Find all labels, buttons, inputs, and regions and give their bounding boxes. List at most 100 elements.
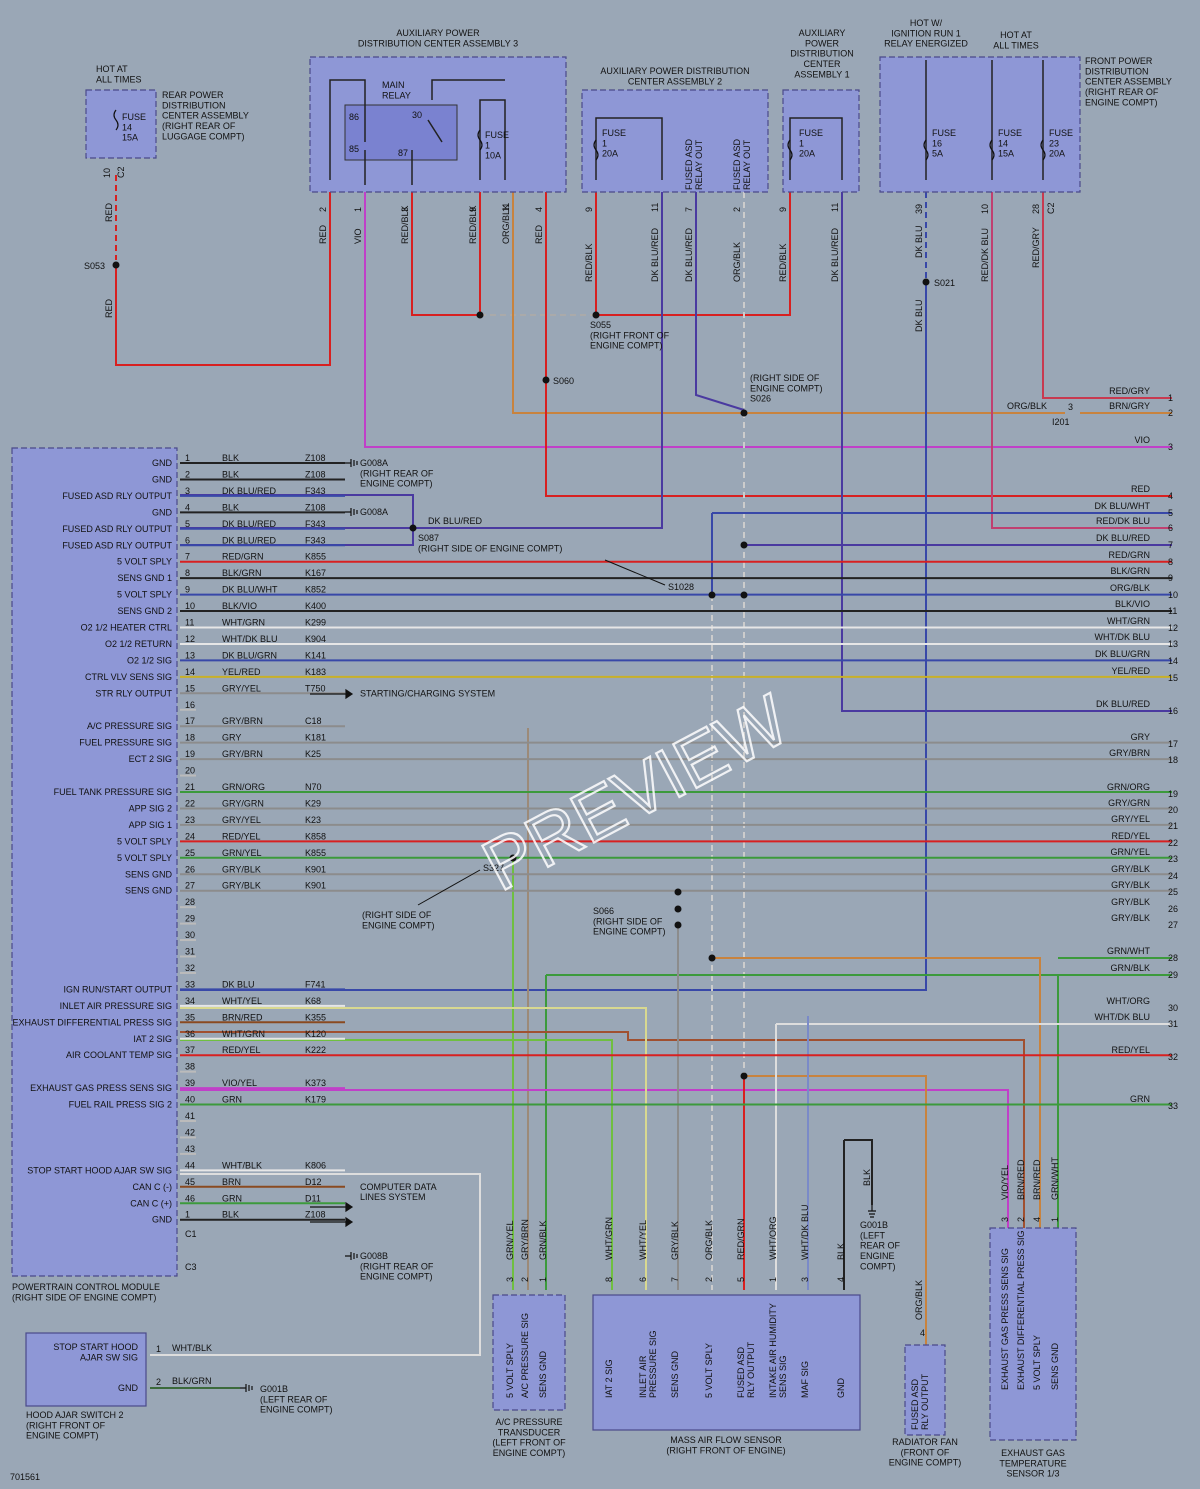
right-conn-pin: 26 [1168,904,1178,914]
right-conn-pin: 25 [1168,887,1178,897]
right-conn-pin: 19 [1168,789,1178,799]
wire-vio-yel-egt [180,1089,1009,1228]
pcm-pin-label: FUSED ASD RLY OUTPUT [62,524,172,534]
label-maf-gnd-blk: BLK [862,1169,872,1186]
right-conn-pin: 16 [1168,706,1178,716]
splice-red-grn-dot [740,1072,748,1080]
radiator-fan-box [904,1344,946,1436]
right-conn-pin: 2 [1168,408,1173,418]
pcm-pin-color: GRY/BRN [222,716,263,726]
pcm-pin-number: 13 [185,650,195,660]
pcm-pin-number: 36 [185,1029,195,1039]
pcm-pin-label: O2 1/2 RETURN [105,639,172,649]
ac-pin-label: SENS GND [538,1350,548,1398]
label-fpdc-dkblu-lower: DK BLU [914,299,924,332]
apdc3-wire-label: RED [318,224,328,244]
right-conn-color: WHT/GRN [1107,616,1150,626]
maf-pin-color: WHT/DK BLU [800,1204,810,1260]
maf-pin-number: 8 [604,1277,614,1282]
pcm-pin-label: GND [152,507,173,517]
right-conn-pin: 9 [1168,573,1173,583]
pcm-pin-circuit: D12 [305,1177,322,1187]
right-conn-color: BLK/GRN [1110,566,1150,576]
right-conn-color: WHT/ORG [1107,996,1151,1006]
ac-pin-number: 1 [538,1277,548,1282]
ac-transducer-box [492,1294,566,1411]
wire-dkblu-red-apdc1 [841,192,1172,712]
pcm-pin-circuit: K904 [305,634,326,644]
pcm-pin-label: 5 VOLT SPLY [117,836,172,846]
pcm-pin-circuit: K901 [305,881,326,891]
fan-pin-label: FUSED ASDRLY OUTPUT [910,1373,930,1430]
wire-blk-gnd-maf [844,1139,873,1205]
right-conn-color: GRY/BLK [1111,913,1150,923]
pcm-pin-label: SENS GND [125,869,173,879]
wire-red-dk-blu [991,192,1172,529]
apdc2-pin-number: 11 [650,203,660,212]
pcm-pin-number: 3 [185,486,190,496]
right-conn-pin: 17 [1168,739,1178,749]
pcm-pin-circuit: K68 [305,996,321,1006]
apdc2-box [581,89,769,193]
maf-pin-number: 3 [800,1277,810,1282]
rear-pin-10: 10 [102,168,112,178]
pcm-pin-label: EXHAUST GAS PRESS SENS SIG [30,1083,172,1093]
right-conn-color: RED [1131,484,1151,494]
pcm-pin-color: RED/YEL [222,831,261,841]
pcm-pin-label: O2 1/2 HEATER CTRL [81,623,172,633]
right-conn-pin: 1 [1168,393,1173,403]
pcm-connector-c3: C3 [185,1262,197,1272]
pcm-pin-number: 31 [185,947,195,957]
apdc2-wire-label: DK BLU/RED [684,227,694,282]
pcm-pin-number: 21 [185,782,195,792]
pcm-pin-circuit: F343 [305,519,326,529]
splice-org-blk-dot [708,954,716,962]
pcm-pin-number: 25 [185,848,195,858]
ground-g001b-hood-icon [240,1384,253,1392]
right-conn-color: GRY [1131,732,1150,742]
pcm-pin-circuit: K120 [305,1029,326,1039]
pcm-pin-label: SENS GND 2 [117,606,172,616]
rear-pin-c2: C2 [116,166,126,178]
pcm-pin-circuit: K858 [305,831,326,841]
pcm-pin-number: 5 [185,519,190,529]
wire-dkblu-red-relayout [695,192,745,411]
pcm-pin-color: GRY/BRN [222,749,263,759]
egt-sensor-box [989,1227,1077,1441]
splice-s087: S087(RIGHT SIDE OF ENGINE COMPT) [418,533,562,553]
right-conn-color: DK BLU/RED [1096,533,1151,543]
pcm-pin-circuit: K806 [305,1160,326,1170]
right-conn-pin: 12 [1168,623,1178,633]
maf-pin-label: GND [836,1378,846,1399]
right-conn-pin: 7 [1168,540,1173,550]
pcm-pin-label: CTRL VLV SENS SIG [85,672,172,682]
wire-wht-grn-maf [180,1039,613,1290]
pcm-pin-circuit: K855 [305,552,326,562]
wire-red-s060 [545,192,1172,497]
relay-pin-85: 85 [349,144,359,154]
right-conn-color: GRY/BLK [1111,897,1150,907]
right-conn-color: GRY/BLK [1111,864,1150,874]
pcm-pin-number: 28 [185,897,195,907]
splice-s053: S053 [84,261,105,271]
pcm-pin-circuit: N70 [305,782,322,792]
pcm-pin-color: DK BLU/RED [222,535,277,545]
pcm-pin-circuit: K29 [305,798,321,808]
pcm-pin-number: 40 [185,1095,195,1105]
maf-pin-number: 6 [638,1277,648,1282]
ac-pin-label: A/C PRESSURE SIG [520,1313,530,1398]
right-conn-color: GRY/GRN [1108,798,1150,808]
fpdc-box [879,56,1081,193]
hood-pin-1: 1 [156,1344,161,1354]
pcm-pin-number: 38 [185,1062,195,1072]
